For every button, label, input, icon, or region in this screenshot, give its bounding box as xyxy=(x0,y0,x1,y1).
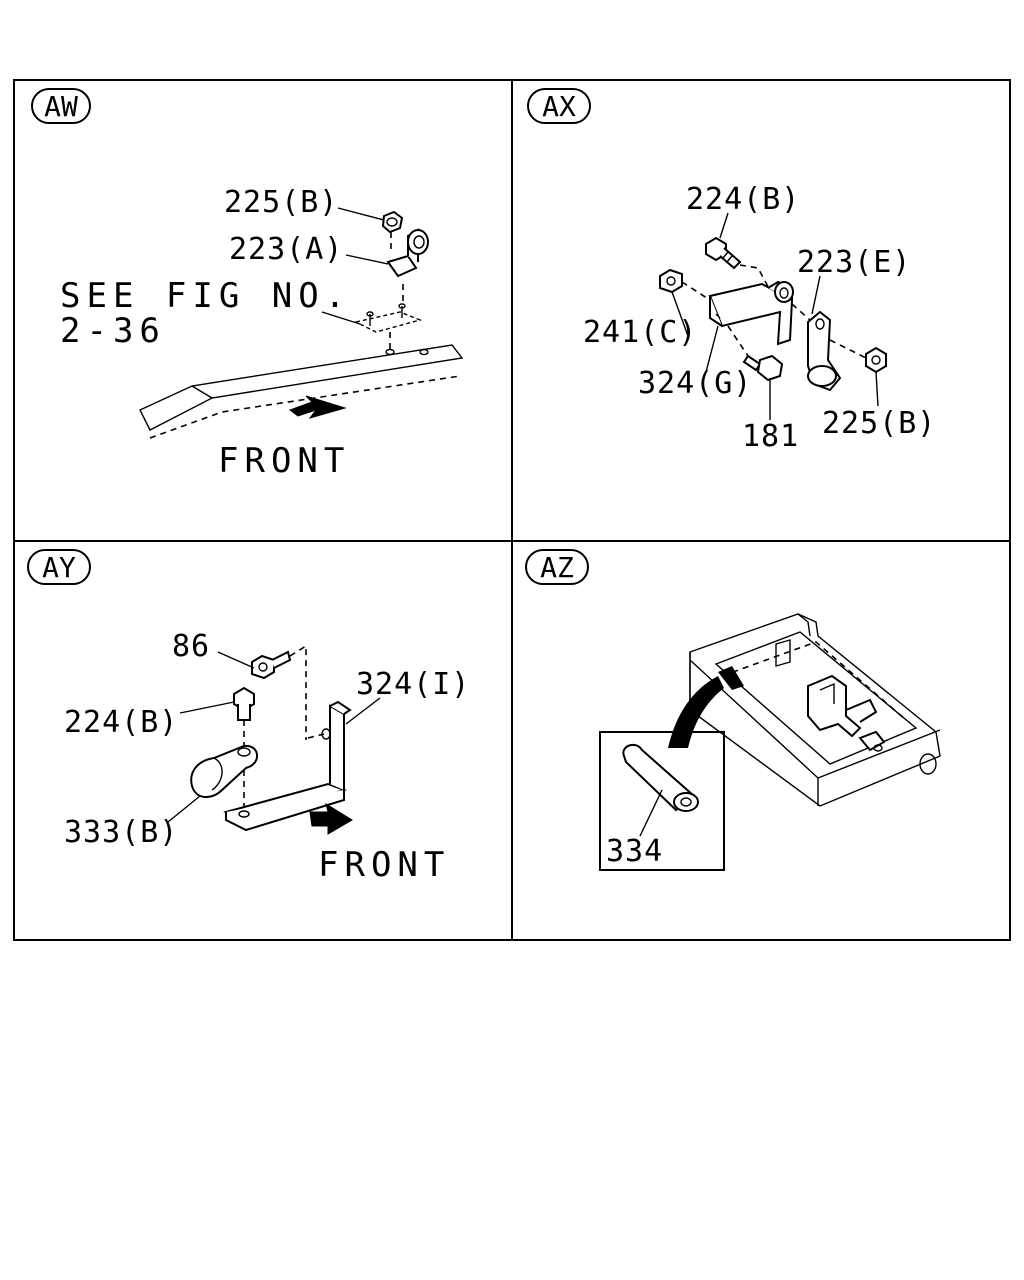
panel-az-badge: AZ xyxy=(525,549,589,585)
bracket-324g xyxy=(708,280,794,346)
callout-225b-aw: 225(B) xyxy=(224,185,338,220)
panel-aw-badge: AW xyxy=(31,88,91,124)
bolt-224b-ax xyxy=(705,236,742,270)
tray-clamp xyxy=(807,674,886,752)
front-arrow-icon xyxy=(309,802,353,835)
bracket-324i xyxy=(223,700,352,832)
nut-241c xyxy=(659,268,683,294)
svg-text:AZ: AZ xyxy=(540,551,574,584)
panel-ax-badge: AX xyxy=(527,88,591,124)
svg-text:AW: AW xyxy=(44,90,78,123)
callout-224b-ax: 224(B) xyxy=(686,182,800,217)
hose-marker-icon xyxy=(718,666,744,690)
nut-225b-ax xyxy=(865,346,887,374)
inset-part-334 xyxy=(599,731,725,871)
mounting-plate xyxy=(353,303,423,356)
front-direction-label: FRONT xyxy=(318,845,450,885)
callout-181: 181 xyxy=(742,419,799,454)
callout-223a: 223(A) xyxy=(229,232,343,267)
clamp-333b xyxy=(190,744,258,798)
panel-az: AZ xyxy=(525,549,941,871)
callout-333b: 333(B) xyxy=(64,815,178,850)
bolt-181 xyxy=(742,354,784,382)
callout-324i: 324(I) xyxy=(356,667,470,702)
panel-ax: AX xyxy=(527,88,936,454)
front-direction-label: FRONT xyxy=(218,441,350,481)
panel-ay: AY xyxy=(27,549,470,885)
see-fig-note-line1: SEE FIG NO. xyxy=(60,276,351,316)
frame-rail xyxy=(139,344,464,439)
callout-86: 86 xyxy=(172,629,210,664)
svg-text:AX: AX xyxy=(542,90,576,123)
tray-body xyxy=(689,613,941,807)
diagram-grid xyxy=(13,79,1011,941)
callout-334: 334 xyxy=(606,834,663,869)
front-arrow-icon xyxy=(288,395,347,419)
pointer-arrow-icon xyxy=(668,676,724,748)
callout-224b-ay: 224(B) xyxy=(64,705,178,740)
callout-324g: 324(G) xyxy=(638,366,752,401)
panel-ay-badge: AY xyxy=(27,549,91,585)
callout-223e: 223(E) xyxy=(797,245,911,280)
nut-225b-aw xyxy=(381,210,404,234)
clip-223e xyxy=(807,310,842,392)
bolt-86 xyxy=(251,650,292,680)
svg-text:AY: AY xyxy=(42,551,76,584)
clip-bracket-223a xyxy=(386,228,429,278)
bolt-224b-ay xyxy=(233,686,255,721)
panel-aw: AW xyxy=(31,88,464,481)
callout-225b-ax: 225(B) xyxy=(822,406,936,441)
see-fig-note-line2: 2-36 xyxy=(60,311,166,351)
callout-241c: 241(C) xyxy=(583,315,697,350)
